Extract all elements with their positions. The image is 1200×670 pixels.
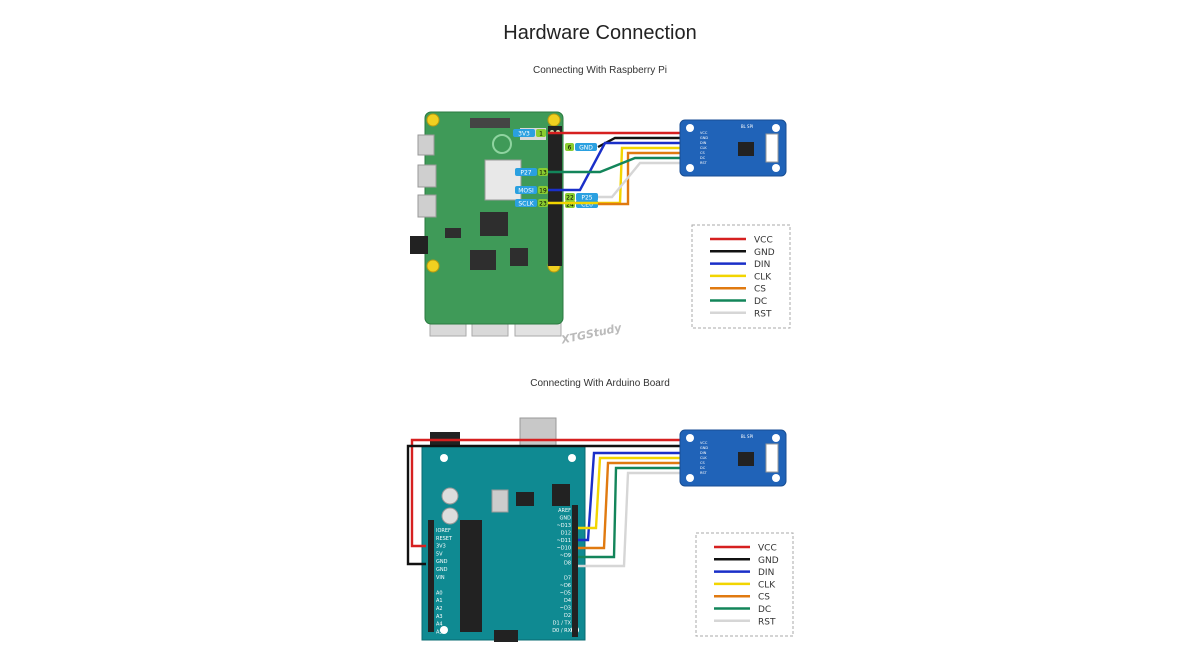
pi-pin-labels: 3V3 1 6 GND P27 13 MOSI 19 22 P25 SCLK 2… [513, 129, 598, 209]
pi-legend-label-gnd: GND [754, 248, 775, 258]
arduino-right-pin-label: ~D13 [557, 523, 571, 529]
pi-legend-label-din: DIN [754, 260, 770, 270]
pi-pin-mosi-label: MOSI [518, 188, 534, 195]
arduino-left-pin-label: VIN [436, 575, 445, 581]
arduino-right-pin-label: GND [560, 516, 572, 522]
arduino-legend-label-dc: DC [758, 605, 771, 615]
arduino-left-pin-label: IOREF [436, 528, 451, 534]
arduino-right-pin-label: D2 [564, 613, 571, 619]
arduino-right-pin-label: ~D6 [560, 583, 571, 589]
arduino-left-pin-label: A2 [436, 606, 443, 612]
arduino-legend-label-vcc: VCC [758, 544, 777, 554]
pi-legend-label-rst: RST [754, 309, 772, 319]
arduino-right-pin-label: ~D3 [560, 606, 571, 612]
pi-pin-gnd-label: GND [579, 145, 593, 152]
pi-pin-3v3-label: 3V3 [518, 131, 530, 138]
pi-legend-label-cs: CS [754, 285, 766, 295]
module-pi-header-text: BL SPI [741, 124, 753, 129]
arduino-wires [406, 438, 680, 568]
svg-text:CS: CS [700, 151, 705, 155]
raspberry-pi-board [410, 111, 564, 337]
arduino-left-pin-label: A4 [436, 622, 443, 628]
pi-legend-label-clk: CLK [754, 272, 772, 282]
module-arduino-header-text: BL SPI [741, 434, 753, 439]
arduino-right-pin-label: ~D10 [557, 546, 571, 552]
pi-section-subtitle: Connecting With Raspberry Pi [533, 65, 667, 76]
watermark-text: XTGStudy [559, 321, 623, 347]
arduino-left-pin-label: 5V [436, 551, 443, 557]
legend-pi: VCC GND DIN CLK CS DC RST [691, 224, 791, 329]
pi-pin-p25-label: P25 [581, 195, 592, 202]
pi-pin-22-number: 22 [566, 195, 574, 202]
arduino-legend-label-rst: RST [758, 617, 776, 627]
arduino-right-pin-label: D7 [564, 576, 571, 582]
arduino-left-pin-label: A5 [436, 629, 443, 635]
svg-text:CS: CS [700, 461, 705, 465]
arduino-right-pin-label: D1 / TX [553, 621, 572, 627]
legend-arduino: VCC GND DIN CLK CS DC RST [695, 532, 794, 637]
pi-pin-13-number: 13 [539, 170, 547, 177]
arduino-legend-label-din: DIN [758, 568, 774, 578]
arduino-legend-label-cs: CS [758, 593, 770, 603]
svg-text:VCC: VCC [700, 131, 708, 135]
pi-pin-1-number: 1 [539, 131, 543, 138]
pi-legend-label-vcc: VCC [754, 236, 773, 246]
svg-text:CLK: CLK [700, 146, 707, 150]
arduino-right-pin-label: AREF [558, 508, 571, 514]
svg-text:GND: GND [700, 136, 708, 140]
arduino-left-pin-label: GND [436, 567, 448, 573]
svg-text:RST: RST [700, 161, 708, 165]
pi-pin-ce0-label: CE0 [581, 202, 593, 209]
pi-wires [548, 131, 680, 206]
arduino-right-pin-label: ~D9 [560, 553, 571, 559]
svg-text:DC: DC [700, 156, 706, 160]
arduino-legend-label-gnd: GND [758, 556, 779, 566]
lcd-module-arduino: BL SPI VCC GND DIN CLK CS DC RST [679, 429, 787, 487]
pi-pin-24-number: 24 [566, 202, 574, 209]
arduino-right-pin-label: D12 [561, 531, 571, 537]
svg-text:GND: GND [700, 446, 708, 450]
svg-text:DIN: DIN [700, 141, 707, 145]
pi-pin-19-number: 19 [539, 188, 547, 195]
lcd-module-pi: BL SPI VCC GND DIN CLK CS DC RST [679, 119, 787, 177]
arduino-right-pin-label: D0 / RX [552, 628, 571, 634]
arduino-right-pin-label: ~D5 [560, 591, 571, 597]
svg-text:DC: DC [700, 466, 706, 470]
arduino-left-pin-label: A0 [436, 590, 443, 596]
svg-text:CLK: CLK [700, 456, 707, 460]
arduino-legend-label-clk: CLK [758, 580, 776, 590]
arduino-left-pin-label: A3 [436, 614, 443, 620]
arduino-section-subtitle: Connecting With Arduino Board [530, 378, 670, 389]
arduino-left-pin-label: RESET [436, 536, 453, 542]
arduino-left-pin-label: A1 [436, 598, 443, 604]
arduino-left-pin-label: GND [436, 559, 448, 565]
arduino-right-pin-label: ~D11 [557, 538, 571, 544]
svg-text:DIN: DIN [700, 451, 707, 455]
svg-text:VCC: VCC [700, 441, 708, 445]
page-title: Hardware Connection [503, 22, 697, 44]
svg-text:RST: RST [700, 471, 708, 475]
arduino-right-pin-label: D4 [564, 598, 571, 604]
arduino-right-pin-label: D8 [564, 561, 571, 567]
pi-pin-p27-label: P27 [520, 170, 531, 177]
pi-pin-6-number: 6 [568, 145, 572, 152]
pi-legend-label-dc: DC [754, 297, 767, 307]
pi-pin-23-number: 23 [539, 201, 547, 208]
pi-pin-sclk-label: SCLK [518, 201, 534, 208]
arduino-left-pin-label: 3V3 [436, 544, 446, 550]
